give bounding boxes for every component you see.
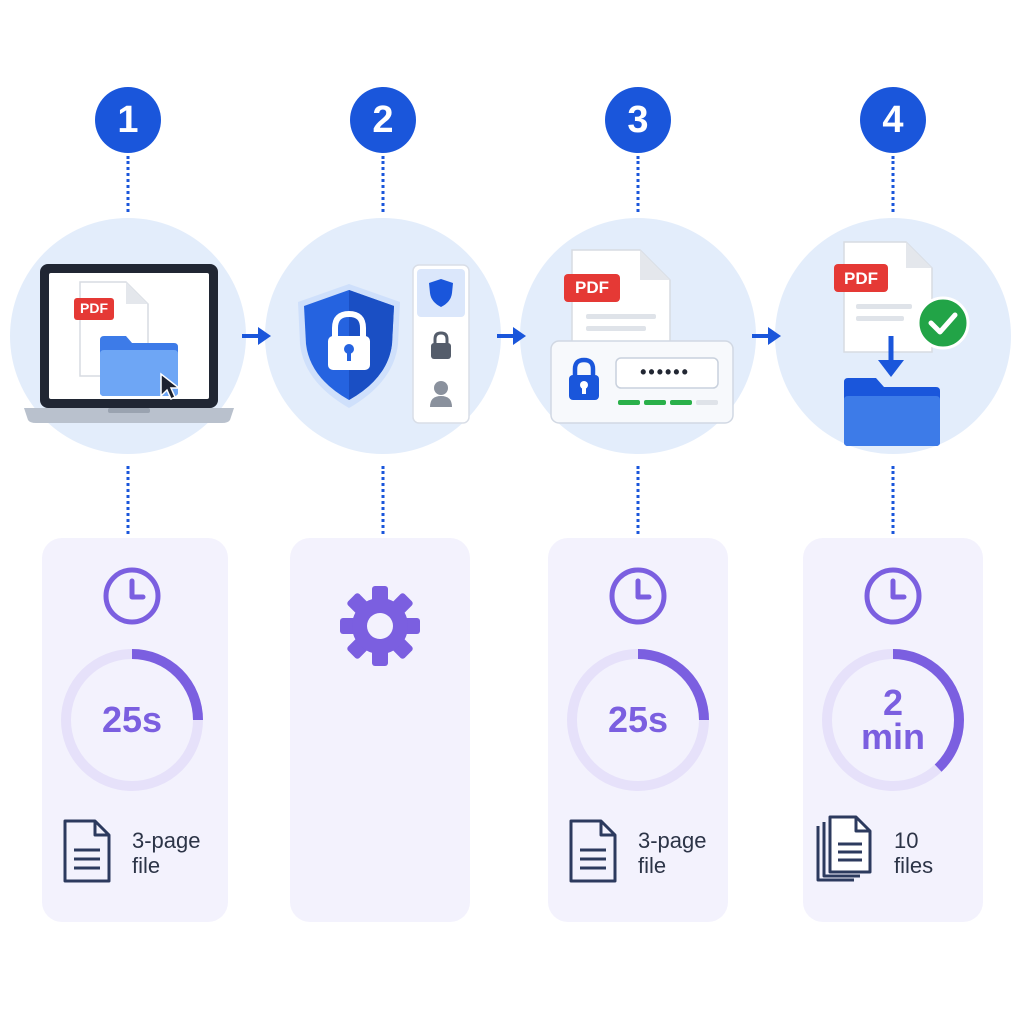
step-2-badge: 2 [350,87,416,153]
check-icon [916,296,970,350]
step-1-badge: 1 [95,87,161,153]
clock-icon [609,567,667,625]
progress-ring [61,649,203,791]
arrow-right-icon [242,327,271,345]
folder-icon [844,378,940,446]
connector-bottom-3 [636,466,640,534]
time-value: 25s [101,699,163,740]
pdf-label: PDF [80,300,108,316]
documents-stack-icon [816,815,872,882]
arrow-right-icon [752,327,781,345]
document-icon [569,819,617,883]
step-3-card [548,538,728,922]
lock-icon [431,331,451,359]
password-input: •••••• [640,362,690,382]
cursor-icon [160,372,182,401]
arrow-right-icon [497,327,526,345]
progress-ring [822,649,964,791]
step-4-badge: 4 [860,87,926,153]
gear-icon [340,586,420,666]
connector-top-3 [636,156,640,212]
connector-top-1 [126,156,130,212]
shield-icon [429,279,453,307]
clock-icon [864,567,922,625]
shield-lock-icon [298,284,400,408]
progress-ring [567,649,709,791]
time-ring-1: 25s [57,645,207,795]
pdf-label: PDF [844,269,878,288]
connector-bottom-4 [891,466,895,534]
connector-bottom-2 [381,466,385,534]
connector-top-2 [381,156,385,212]
document-icon [63,819,111,883]
user-icon [430,381,452,407]
folder-icon [100,336,178,396]
lock-icon [569,357,599,400]
pdf-label: PDF [575,278,609,297]
download-arrow-icon [878,336,904,377]
step-3-badge: 3 [605,87,671,153]
time-ring-3: 25s [563,645,713,795]
pdf-file-icon [564,249,671,357]
password-panel [550,340,734,424]
clock-icon [103,567,161,625]
pdf-file-icon [834,241,933,353]
time-value: 25s [607,699,669,740]
connector-top-4 [891,156,895,212]
connector-bottom-1 [126,466,130,534]
